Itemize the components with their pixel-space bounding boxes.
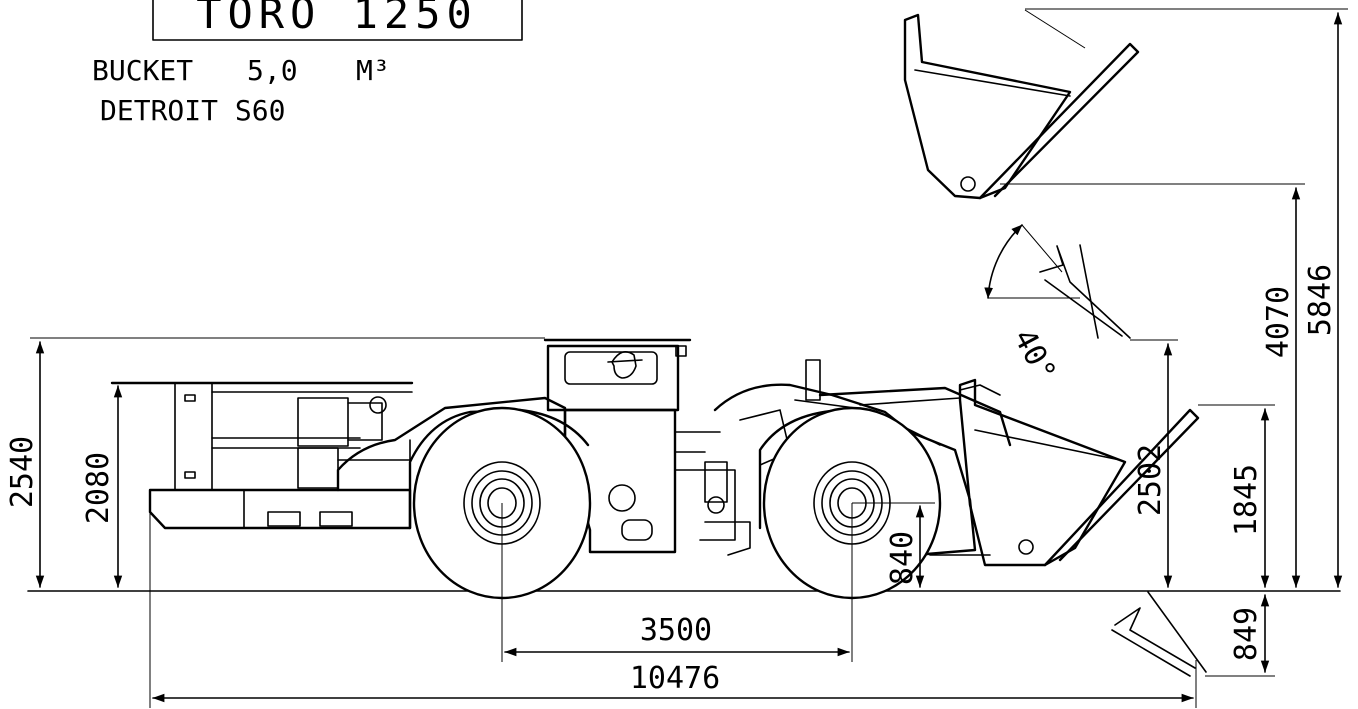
dimension-wheelbase: 3500 — [501, 503, 853, 662]
dim-3500: 3500 — [640, 613, 712, 648]
dim-849: 849 — [1229, 607, 1264, 661]
bucket-carry — [929, 378, 1200, 567]
dim-10476: 10476 — [630, 661, 720, 696]
dimension-overall-length: 10476 — [149, 512, 1197, 708]
dim-1845: 1845 — [1229, 464, 1264, 536]
loader-machine — [110, 338, 1012, 557]
engine-model: DETROIT S60 — [100, 94, 285, 127]
title-block: TORO 1250 — [152, 0, 523, 41]
spec-block: BUCKET 5,0 M³ DETROIT S60 — [92, 54, 390, 127]
dimension-dump-clearance: 2502 — [1130, 339, 1178, 588]
dim-5846: 5846 — [1303, 264, 1338, 336]
dimension-max-pin-height: 4070 — [1000, 183, 1305, 588]
bucket-digging — [1111, 591, 1207, 677]
bucket-dump: 40° — [984, 224, 1131, 388]
bucket-unit: M³ — [356, 54, 390, 87]
dim-4070: 4070 — [1261, 286, 1296, 358]
dim-2502: 2502 — [1133, 444, 1168, 516]
bucket-raised — [903, 9, 1140, 200]
operator-figure — [607, 350, 643, 379]
dim-dump-angle: 40° — [1006, 323, 1062, 387]
model-title: TORO 1250 — [196, 0, 478, 38]
dimension-height-canopy: 2540 — [5, 337, 545, 588]
dimension-axle-height: 840 — [852, 502, 935, 588]
dimension-height-rear: 2080 — [81, 385, 123, 588]
dim-2540: 2540 — [5, 436, 40, 508]
dimension-bucket-height: 1845 — [1198, 404, 1275, 588]
dimension-dig-depth: 849 — [1205, 594, 1275, 677]
dimension-max-height: 5846 — [1025, 8, 1348, 588]
dim-2080: 2080 — [81, 452, 116, 524]
dim-840: 840 — [885, 531, 920, 585]
bucket-value: 5,0 — [247, 54, 298, 87]
bucket-label: BUCKET — [92, 54, 193, 87]
